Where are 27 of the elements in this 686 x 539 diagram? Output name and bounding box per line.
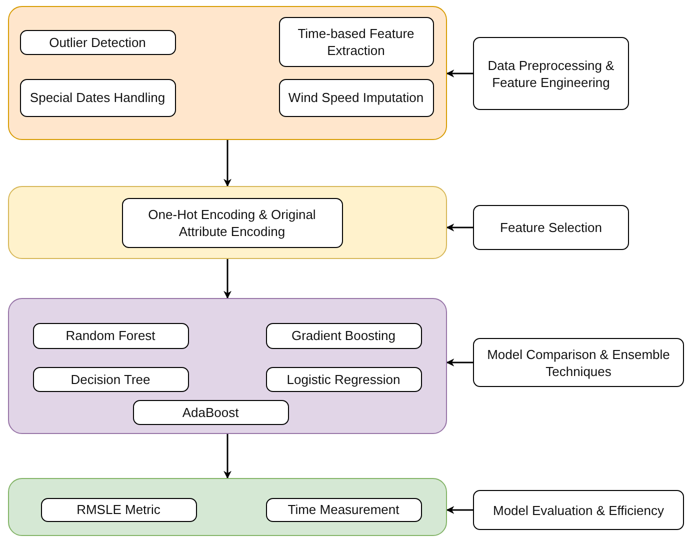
process-box: AdaBoost — [132, 400, 288, 424]
process-box: Model Evaluation & Efficiency — [473, 490, 684, 530]
process-box: Random Forest — [32, 322, 188, 348]
process-box: Time Measurement — [266, 498, 422, 522]
arrow — [224, 259, 232, 299]
group-panel — [8, 6, 447, 140]
arrow — [446, 224, 473, 232]
process-box: Decision Tree — [32, 366, 188, 392]
process-box: Gradient Boosting — [266, 322, 422, 348]
process-box: Special Dates Handling — [20, 78, 176, 116]
process-box: One-Hot Encoding & Original Attribute Encoding — [122, 198, 342, 248]
process-box: Outlier Detection — [20, 30, 176, 54]
process-box: Model Comparison & Ensemble Techniques — [473, 338, 684, 387]
group-panel — [8, 298, 447, 434]
arrow — [446, 506, 473, 514]
arrow — [224, 434, 232, 479]
arrow — [446, 70, 473, 78]
process-box: Feature Selection — [473, 205, 629, 250]
group-panel — [8, 478, 447, 536]
process-box: RMSLE Metric — [40, 498, 196, 522]
group-panel — [8, 186, 447, 259]
arrow — [446, 358, 473, 366]
process-box: Logistic Regression — [266, 366, 422, 392]
process-box: Time-based Feature Extraction — [278, 16, 434, 66]
process-box: Data Preprocessing & Feature Engineering — [473, 37, 629, 110]
arrow — [224, 140, 232, 187]
process-box: Wind Speed Imputation — [278, 78, 434, 116]
